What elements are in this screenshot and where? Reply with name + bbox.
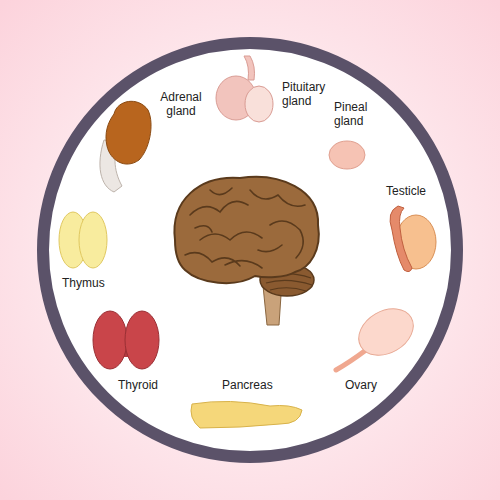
thyroid-illustration — [93, 311, 159, 369]
label-slot: Pituitary gland — [282, 80, 338, 108]
ovary-illustration — [336, 299, 422, 370]
label-slot: Pineal gland — [334, 100, 380, 128]
frame-ring — [43, 43, 457, 457]
gland-label: Adrenal gland — [156, 90, 206, 118]
gland-label: Ovary — [345, 378, 385, 392]
gland-label: Pituitary gland — [282, 80, 338, 108]
pancreas-illustration — [191, 401, 302, 428]
pituitary-illustration — [216, 56, 273, 122]
pineal-illustration — [329, 141, 365, 169]
testicle-illustration — [390, 206, 436, 272]
adrenal-illustration — [100, 101, 151, 192]
gland-label: Pancreas — [222, 378, 282, 392]
label-slot: Thyroid — [118, 378, 170, 392]
label-slot: Thymus — [62, 276, 112, 290]
label-slot: Testicle — [386, 184, 438, 198]
gland-label: Thymus — [62, 276, 112, 290]
label-slot: Pancreas — [222, 378, 282, 392]
label-slot: Ovary — [345, 378, 385, 392]
thymus-illustration — [59, 212, 107, 268]
gland-label: Pineal gland — [334, 100, 380, 128]
gland-label: Thyroid — [118, 378, 170, 392]
label-slot: Adrenal gland — [156, 90, 206, 118]
gland-label: Testicle — [386, 184, 438, 198]
brain-illustration — [174, 177, 318, 325]
